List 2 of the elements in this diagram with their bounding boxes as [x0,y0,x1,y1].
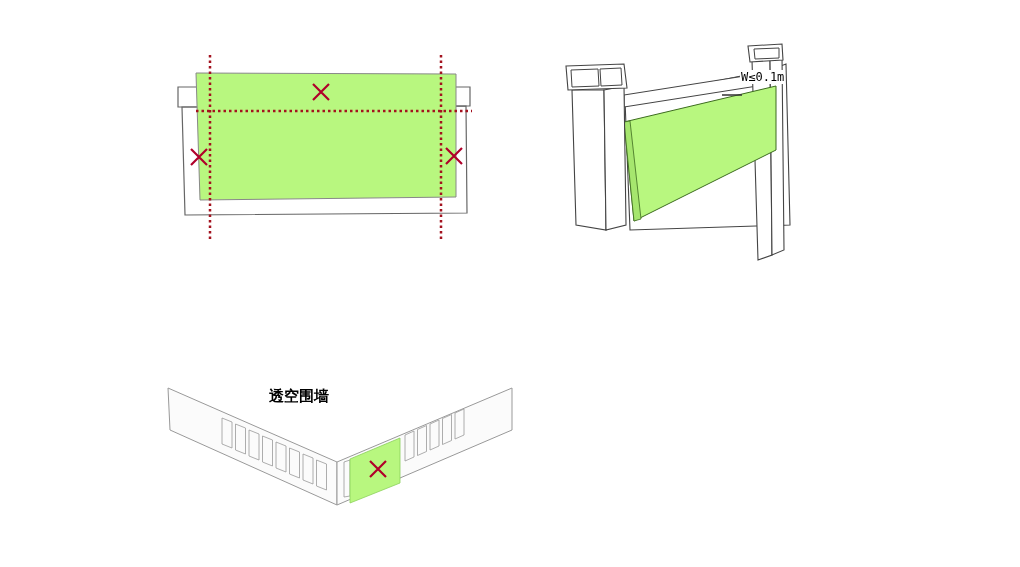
wall-type-label: 透空围墙 [268,388,330,405]
dimension-label: W≤0.1m [740,70,786,84]
